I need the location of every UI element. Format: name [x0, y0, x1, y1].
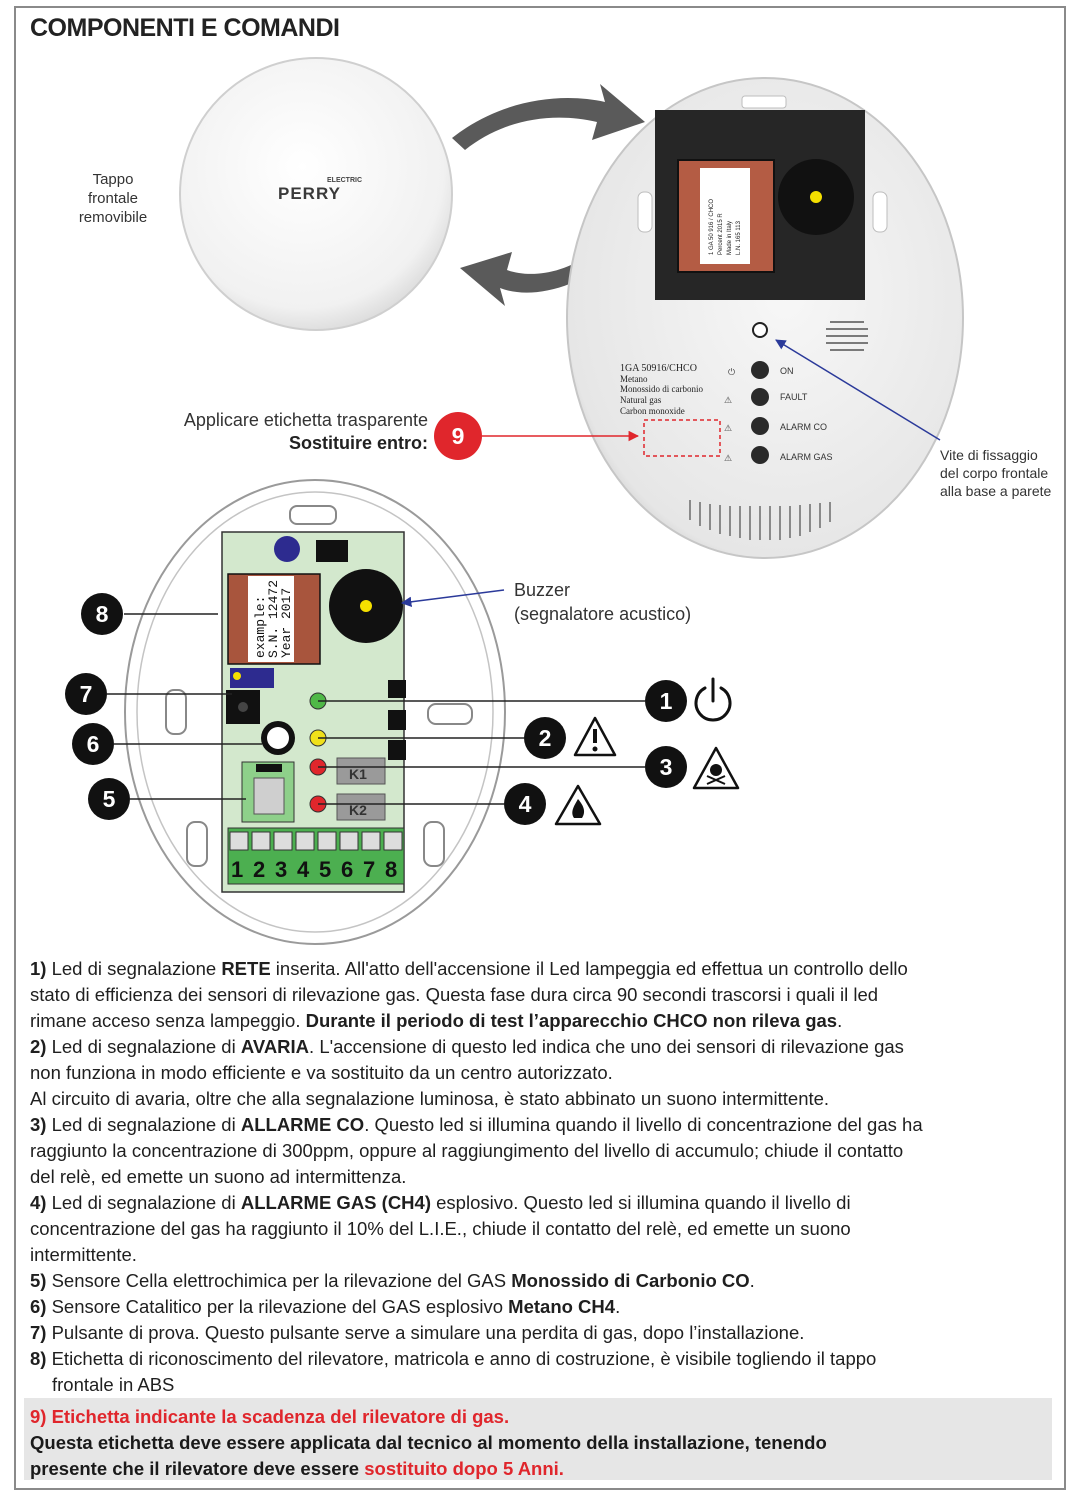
note-line2: Questa etichetta deve essere applicata d…: [30, 1432, 827, 1453]
expiry-note: 9) Etichetta indicante la scadenza del r…: [24, 1398, 1052, 1480]
description-line: stato di efficienza dei sensori di rilev…: [30, 984, 879, 1005]
led-alarm-gas-label: ALARM GAS: [780, 452, 833, 462]
pcb-diagram: example: S.N. 12472 Year 2017 K1 K2: [124, 479, 506, 945]
svg-text:7: 7: [80, 681, 93, 707]
description-line: non funziona in modo efficiente e va sos…: [30, 1062, 613, 1083]
svg-text:Natural gas: Natural gas: [620, 395, 662, 405]
note-line3: presente che il rilevatore deve essere: [30, 1458, 365, 1479]
description-line: Al circuito di avaria, oltre che alla se…: [30, 1088, 830, 1109]
svg-text:1GA 50916/CHCO: 1GA 50916/CHCO: [620, 363, 697, 374]
relay-k1: K1: [349, 766, 367, 782]
svg-text:⚠: ⚠: [724, 395, 732, 405]
front-cap: ELECTRIC PERRY: [179, 57, 453, 331]
note-line1: 9) Etichetta indicante la scadenza del r…: [30, 1406, 510, 1427]
svg-text:6: 6: [87, 731, 100, 757]
marker-3: 3: [645, 746, 687, 788]
svg-text:9: 9: [452, 423, 465, 449]
description-line: 2) Led di segnalazione di AVARIA. L'acce…: [30, 1036, 904, 1057]
brand-logo: PERRY: [278, 184, 341, 203]
svg-text:4: 4: [519, 791, 532, 817]
svg-text:Made in Italy: Made in Italy: [727, 221, 733, 255]
description-line: concentrazione del gas ha raggiunto il 1…: [30, 1218, 851, 1239]
svg-text:⚠: ⚠: [724, 423, 732, 433]
expiry-label-area: [643, 419, 721, 457]
terminal-8: 8: [385, 857, 397, 882]
description-line: raggiunto la concentrazione di 300ppm, o…: [30, 1140, 904, 1161]
buzzer-label: Buzzer(segnalatore acustico): [514, 580, 692, 624]
terminal-3: 3: [275, 857, 287, 882]
description-line: del relè, ed emette un suono ad intermit…: [30, 1166, 407, 1187]
detector-body: 1 GA 50 916 / CHCO Percent 2015 R Made i…: [566, 77, 964, 559]
page-frame: [14, 6, 1066, 1490]
terminal-7: 7: [363, 857, 375, 882]
flame-icon: [554, 784, 602, 826]
terminal-4: 4: [297, 857, 310, 882]
description-line: rimane acceso senza lampeggio. Durante i…: [30, 1010, 843, 1031]
svg-text:5: 5: [103, 786, 116, 812]
marker-6: 6: [72, 723, 114, 765]
led-on-label: ON: [780, 366, 794, 376]
terminal-2: 2: [253, 857, 265, 882]
svg-text:⚠: ⚠: [724, 453, 732, 463]
components-figure: ELECTRIC PERRY 1 GA 50 916 / CHCO Percen…: [65, 57, 964, 945]
fixing-screw-icon: [752, 322, 768, 338]
apply-label: Applicare etichetta trasparente Sostitui…: [183, 410, 428, 453]
rotate-arrows-icon: [452, 84, 645, 306]
marker-4: 4: [504, 783, 546, 825]
page-title: COMPONENTI E COMANDI: [30, 14, 340, 42]
svg-text:Carbon monoxide: Carbon monoxide: [620, 406, 685, 416]
description-line: 3) Led di segnalazione di ALLARME CO. Qu…: [30, 1114, 923, 1135]
terminal-1: 1: [231, 857, 243, 882]
svg-text:Percent 2015 R: Percent 2015 R: [718, 213, 724, 255]
description-line: 5) Sensore Cella elettrochimica per la r…: [30, 1270, 755, 1291]
description-line: 1) Led di segnalazione RETE inserita. Al…: [30, 958, 908, 979]
terminal-5: 5: [319, 857, 331, 882]
marker-9: 9: [434, 412, 482, 460]
marker-5: 5: [88, 778, 130, 820]
description-list: 1) Led di segnalazione RETE inserita. Al…: [30, 956, 1055, 1398]
warning-icon: [573, 716, 617, 757]
svg-text:2: 2: [539, 725, 552, 751]
label-sn: S.N. 12472: [266, 580, 281, 658]
svg-text:L.N. 165 113: L.N. 165 113: [736, 220, 742, 255]
marker-1: 1: [645, 680, 687, 722]
relay-k2: K2: [349, 802, 367, 818]
description-line: intermittente.: [30, 1244, 137, 1265]
description-line: frontale in ABS: [52, 1374, 175, 1395]
svg-text:Metano: Metano: [620, 374, 648, 384]
brand-small: ELECTRIC: [327, 177, 362, 184]
svg-text:1: 1: [660, 688, 673, 714]
label-year: Year 2017: [279, 588, 294, 658]
label-example: example:: [253, 596, 268, 658]
description-line: 7) Pulsante di prova. Questo pulsante se…: [30, 1322, 805, 1343]
marker-8: 8: [81, 593, 123, 635]
led-fault-label: FAULT: [780, 392, 808, 402]
svg-text:Monossido di carbonio: Monossido di carbonio: [620, 384, 703, 394]
marker-2: 2: [524, 717, 566, 759]
led-alarm-co-label: ALARM CO: [780, 422, 827, 432]
power-icon: [694, 677, 732, 722]
description-line: 6) Sensore Catalitico per la rilevazione…: [30, 1296, 621, 1317]
marker-7: 7: [65, 673, 107, 715]
toxic-skull-icon: [692, 746, 740, 790]
terminal-6: 6: [341, 857, 353, 882]
svg-text:⏻: ⏻: [728, 367, 735, 377]
description-line: 4) Led di segnalazione di ALLARME GAS (C…: [30, 1192, 851, 1213]
description-line: 8) Etichetta di riconoscimento del rilev…: [30, 1348, 877, 1369]
svg-text:1 GA 50 916 / CHCO: 1 GA 50 916 / CHCO: [709, 199, 715, 255]
svg-text:3: 3: [660, 754, 673, 780]
note-line3-red: sostituito dopo 5 Anni.: [364, 1458, 564, 1479]
svg-text:8: 8: [96, 601, 109, 627]
